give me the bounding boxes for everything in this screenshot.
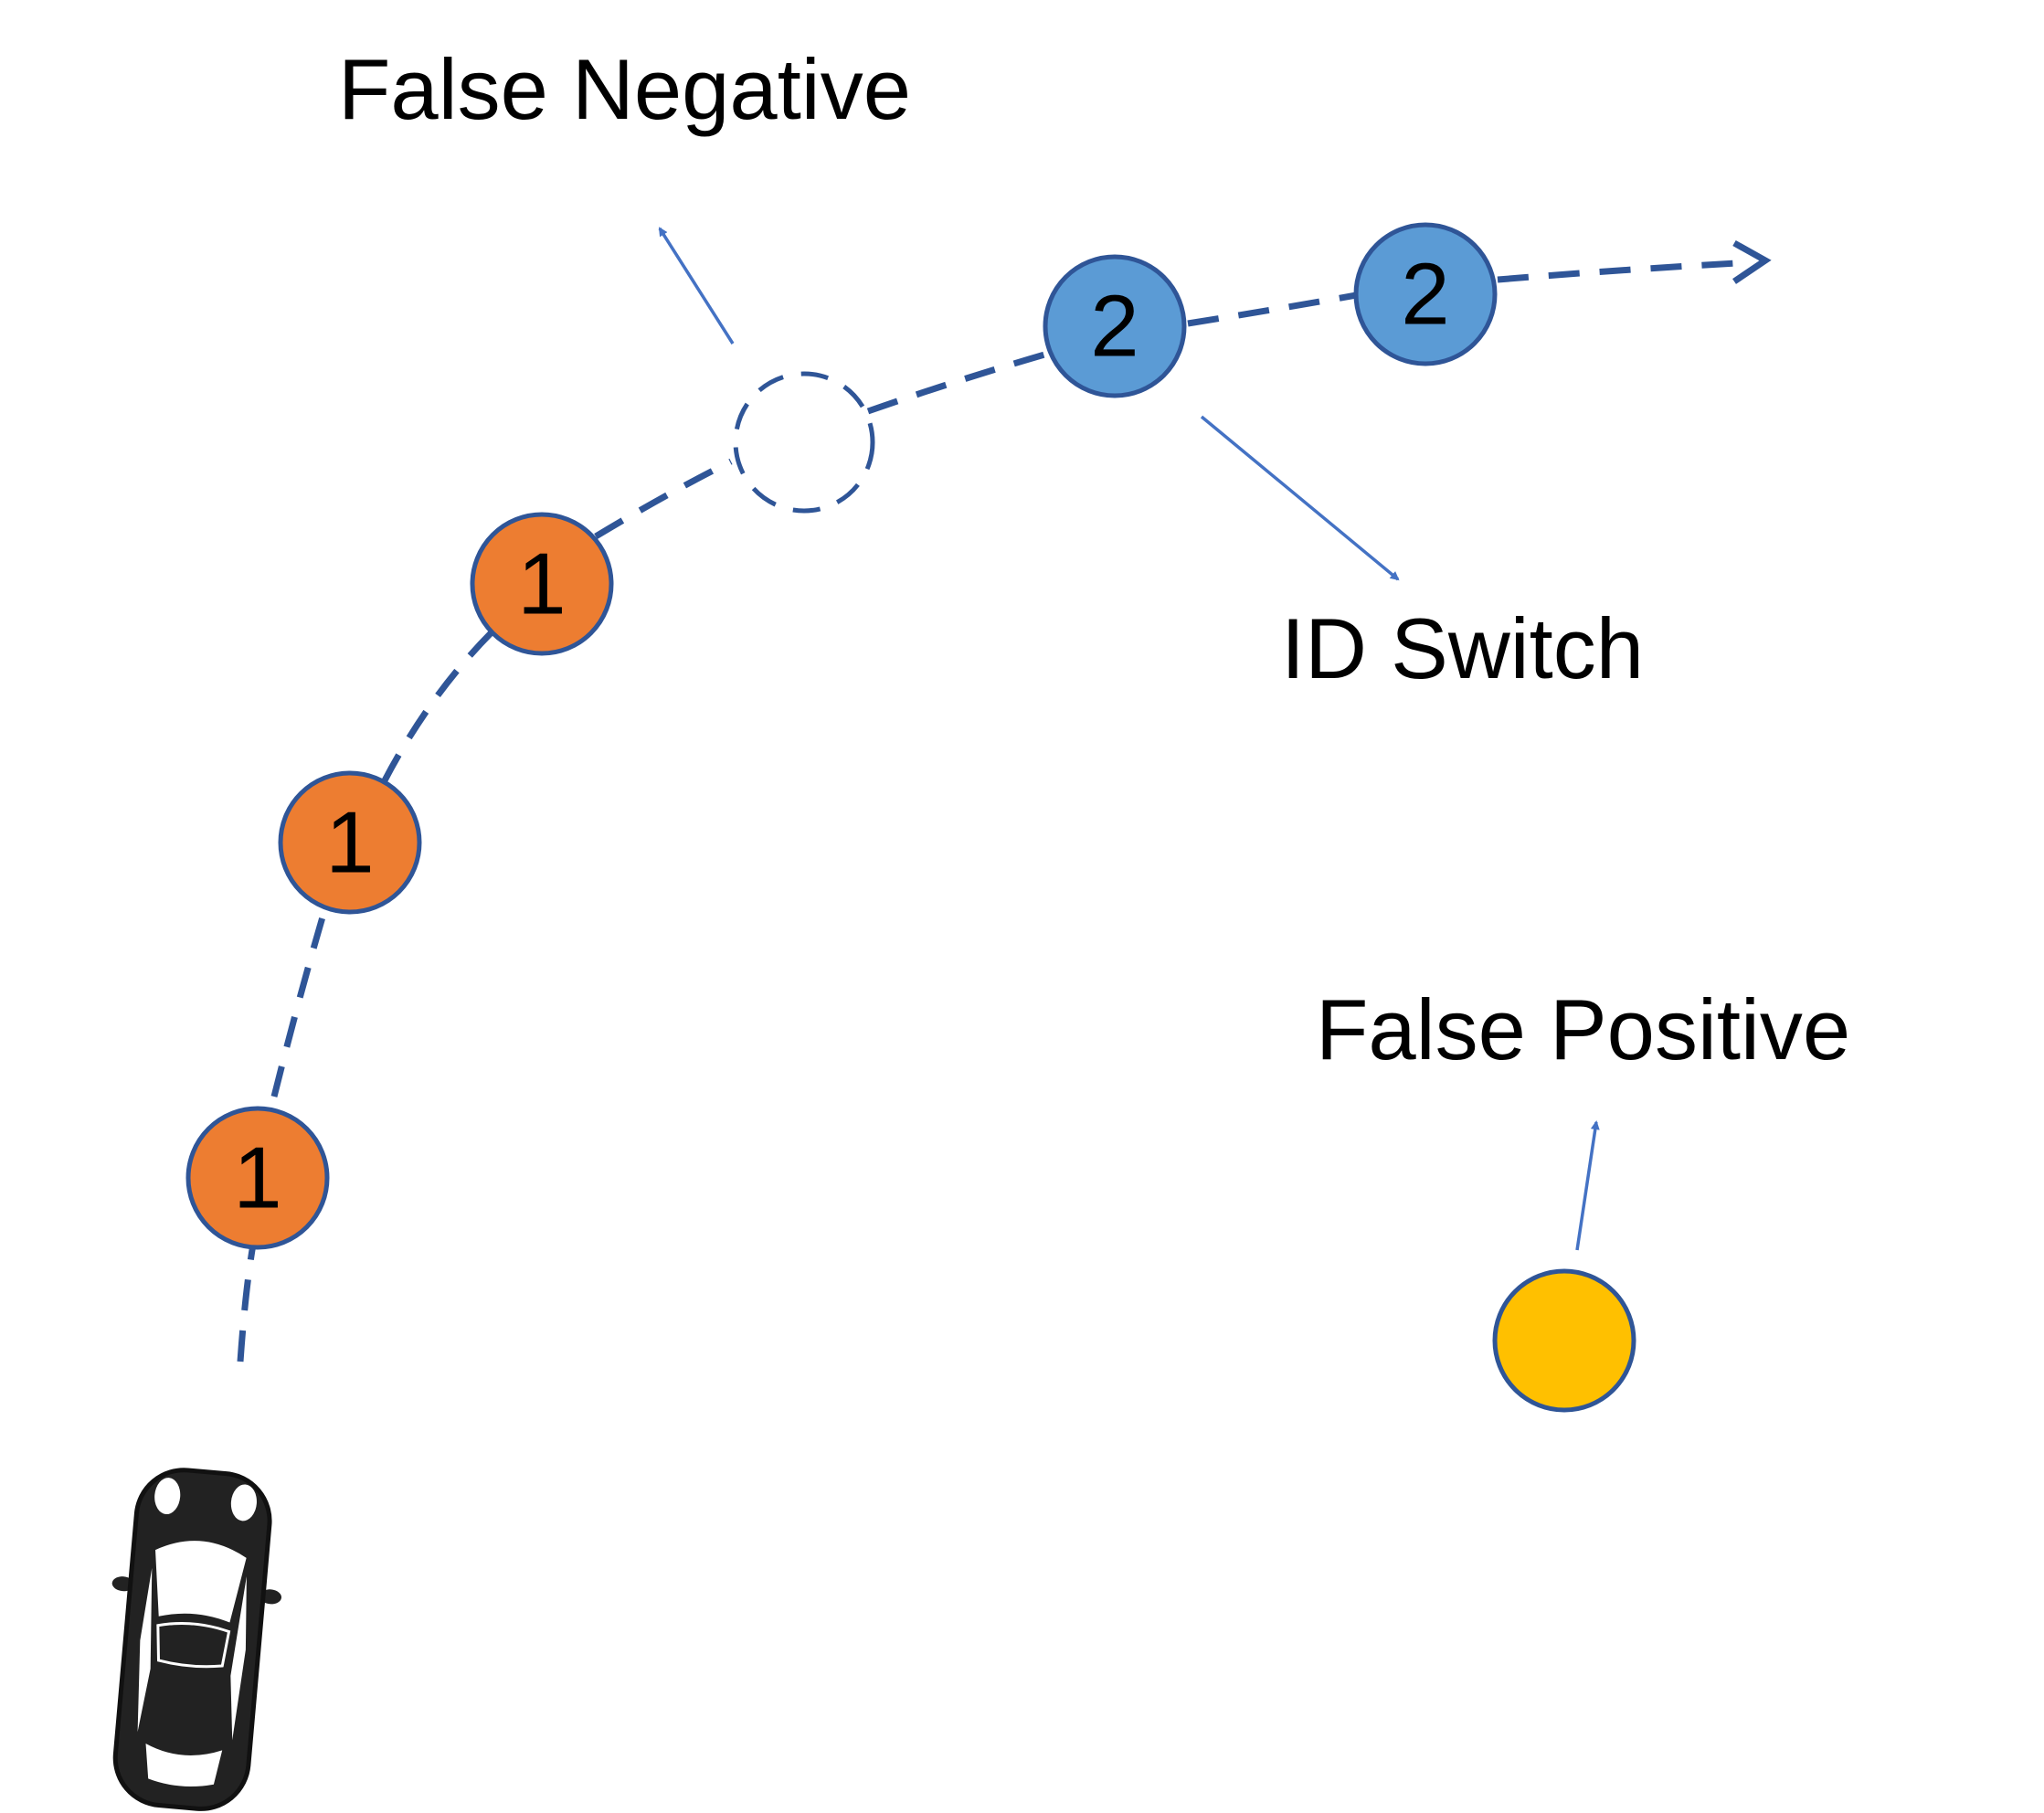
- trajectory-segment-1c: [594, 458, 733, 539]
- track-id-label: 2: [1090, 278, 1138, 376]
- false-negative-pointer: [658, 227, 735, 345]
- trajectory-segment-2a: [866, 349, 1052, 415]
- track-1-detection: 1: [185, 1106, 330, 1250]
- id-switch-pointer: [1200, 415, 1400, 581]
- track-1-detection: 1: [470, 512, 614, 656]
- trajectory-segment-end: [1497, 260, 1737, 283]
- track-id-label: 1: [325, 794, 374, 892]
- trajectory-arrowhead: [1732, 239, 1772, 284]
- false-negative-label: False Negative: [338, 41, 911, 137]
- false-positive-detection: [1492, 1268, 1636, 1413]
- track-1-detection: 1: [278, 770, 422, 915]
- track-id-label: 1: [233, 1129, 281, 1227]
- false-positive-pointer: [1575, 1120, 1600, 1251]
- car-top-view-icon: [111, 1468, 282, 1811]
- missed-detection-circle: [733, 371, 875, 514]
- trajectory-segment-1b: [380, 555, 560, 784]
- trajectory-segment-2b: [1187, 291, 1362, 327]
- track-2-detection: 2: [1043, 254, 1187, 398]
- id-switch-label: ID Switch: [1281, 600, 1644, 696]
- track-id-label: 1: [517, 535, 566, 633]
- false-positive-label: False Positive: [1316, 981, 1850, 1077]
- trajectory: [237, 260, 1737, 1362]
- track-id-label: 2: [1401, 246, 1449, 344]
- track-2-detection: 2: [1353, 222, 1498, 366]
